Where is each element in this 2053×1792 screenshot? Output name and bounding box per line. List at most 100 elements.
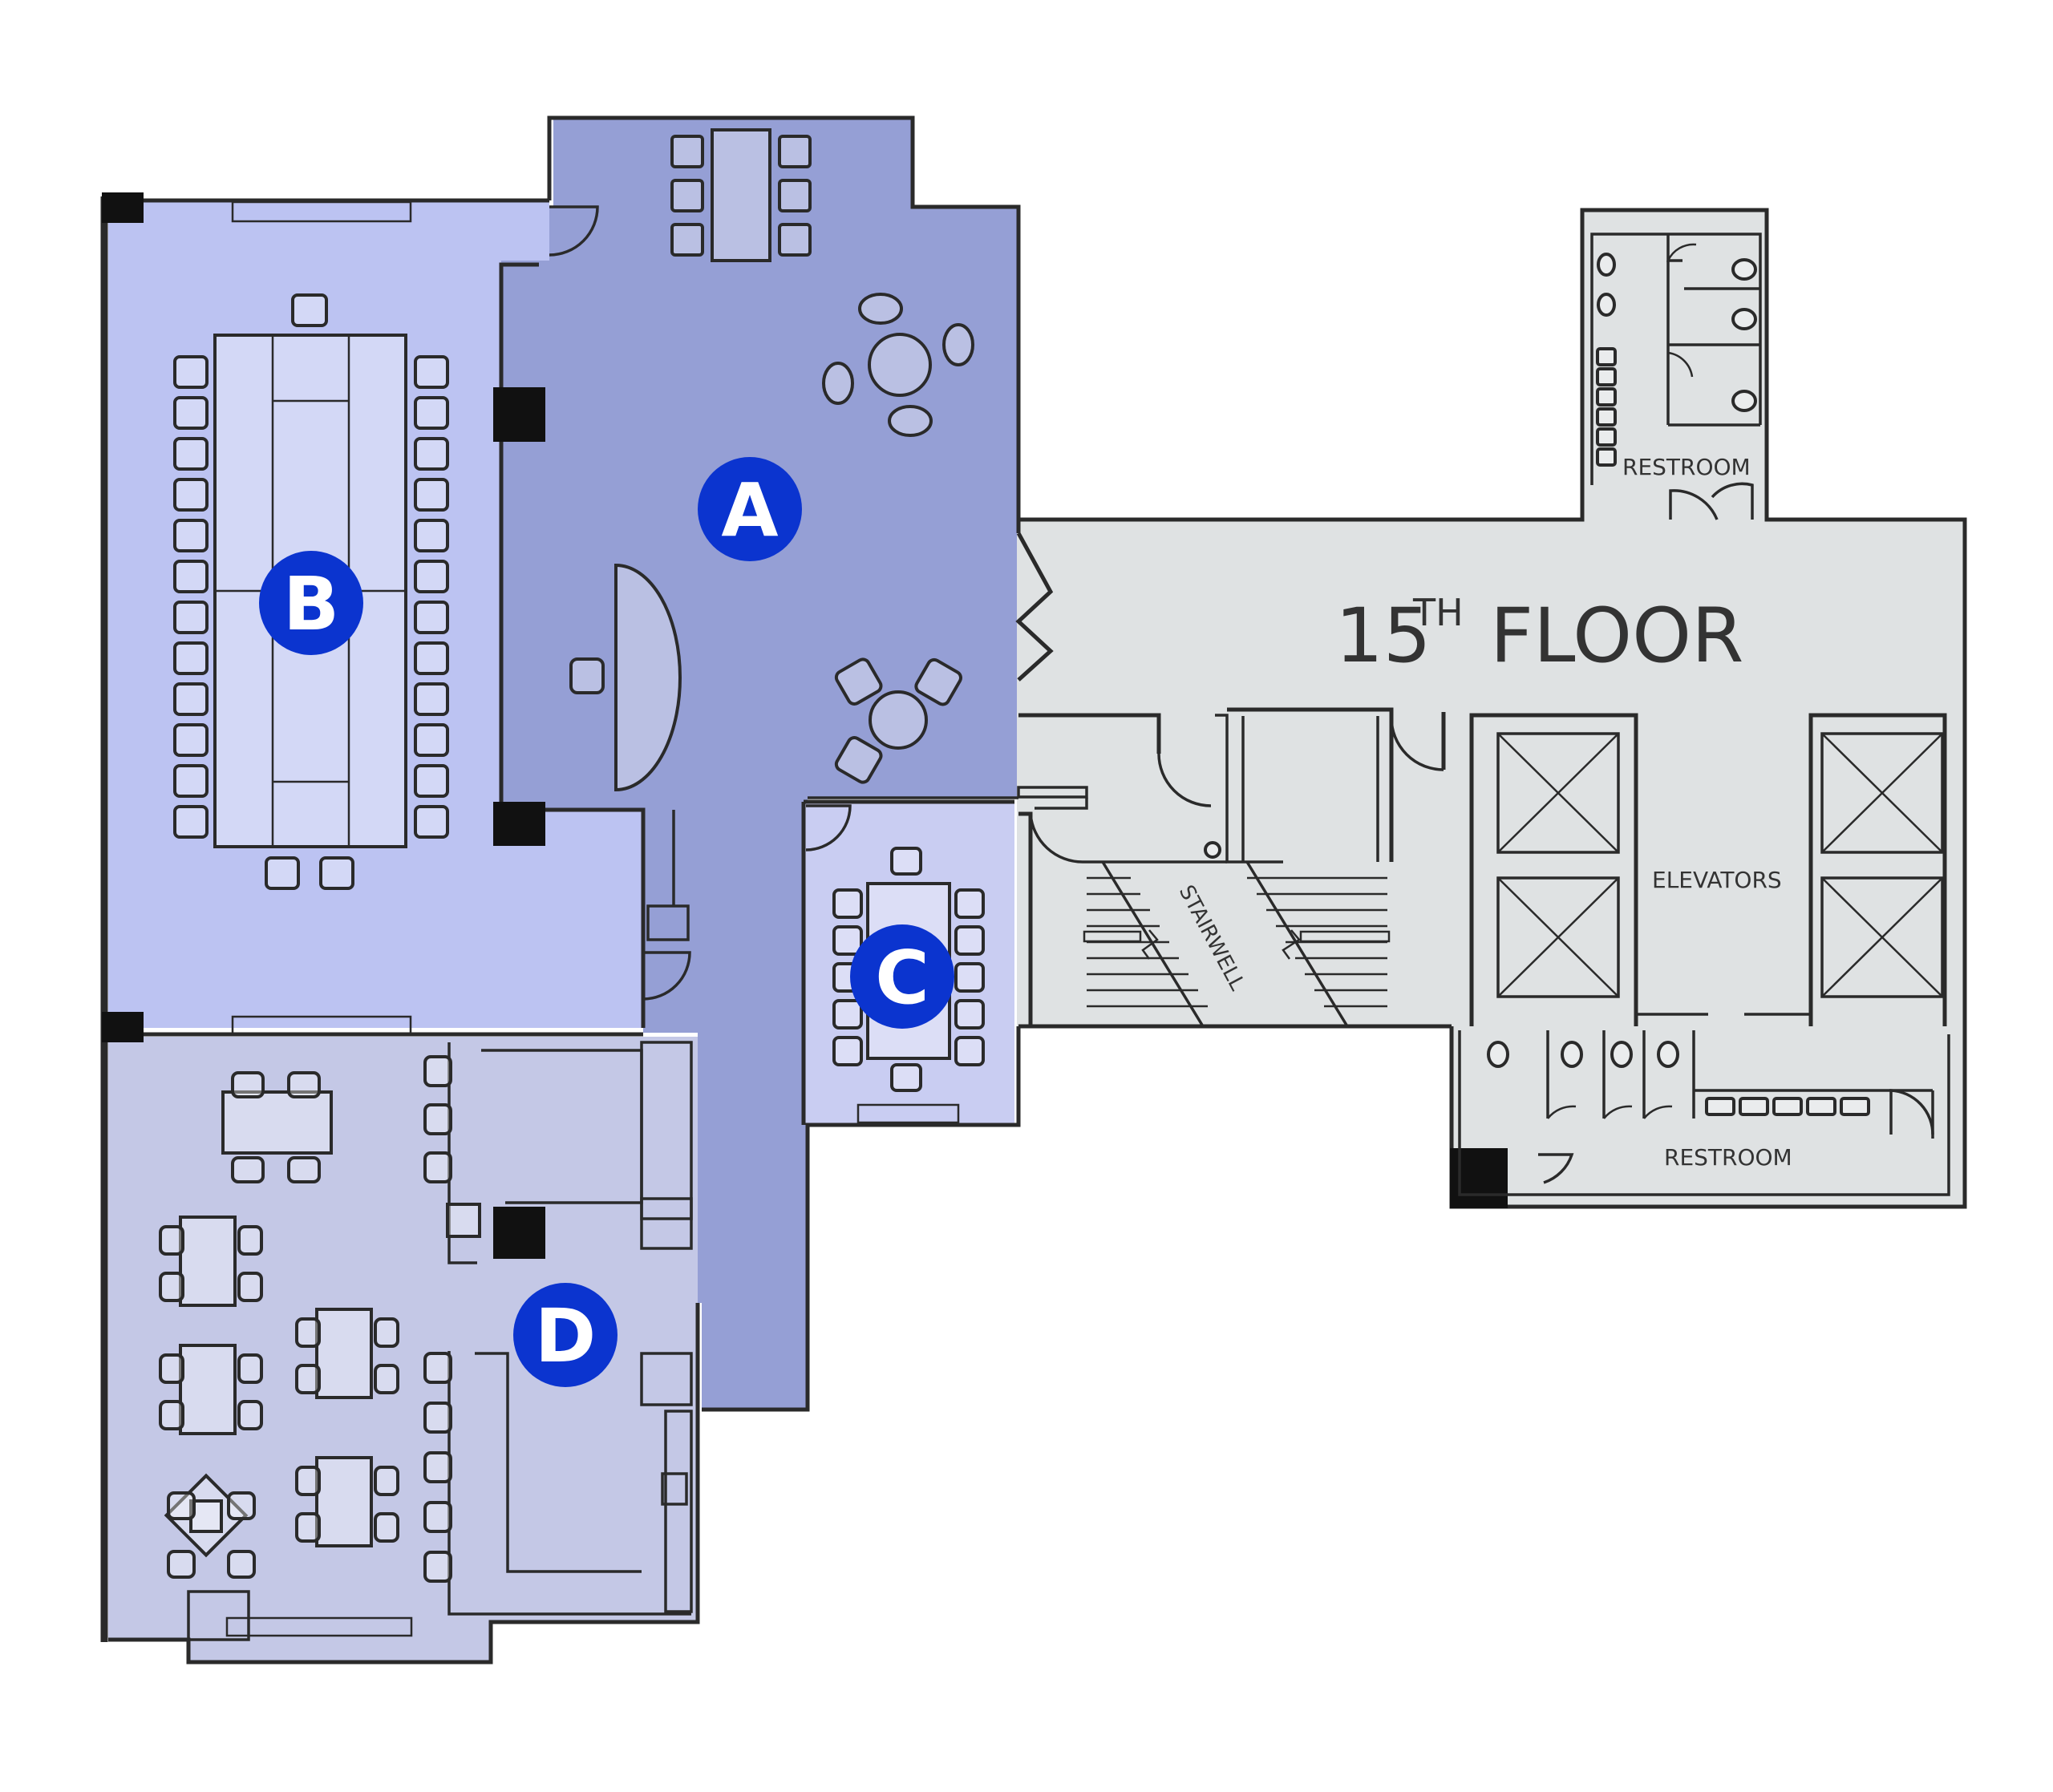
- chair: [423, 1055, 452, 1087]
- chair: [414, 355, 449, 389]
- elevator-car: [1496, 732, 1620, 854]
- restroom-bottom-label: RESTROOM: [1664, 1144, 1792, 1171]
- restroom-top-label: RESTROOM: [1622, 454, 1751, 480]
- chair: [159, 1353, 184, 1384]
- urinal: [1596, 427, 1617, 447]
- urinal: [1739, 1097, 1769, 1116]
- restroom-bottom: [1458, 1030, 1950, 1196]
- elevator-car-cross: [1821, 733, 1943, 853]
- floor-word: FLOOR: [1490, 593, 1743, 680]
- suite-badge-a-letter: A: [721, 467, 778, 553]
- suite-badge-a[interactable]: A: [698, 457, 802, 561]
- window-sills: [187, 200, 413, 1641]
- floor-suffix: TH: [1412, 591, 1464, 634]
- chair: [414, 560, 449, 593]
- floor-title: 15 TH FLOOR: [1335, 591, 1743, 680]
- urinal: [1596, 367, 1617, 386]
- elevator-car: [1820, 876, 1944, 998]
- chair: [173, 355, 209, 389]
- chair: [423, 1451, 452, 1483]
- chair: [227, 1491, 256, 1520]
- urinal: [1596, 347, 1617, 366]
- suite-badge-b-letter: B: [283, 561, 339, 647]
- chair: [954, 999, 985, 1029]
- chair: [237, 1272, 263, 1302]
- chair: [414, 478, 449, 512]
- chair: [227, 1550, 256, 1579]
- suite-badge-b[interactable]: B: [259, 551, 363, 655]
- chair: [414, 519, 449, 552]
- columns: [102, 192, 1508, 1259]
- chair: [237, 1353, 263, 1384]
- urinal: [1806, 1097, 1836, 1116]
- chair: [173, 437, 209, 471]
- chair: [954, 888, 985, 919]
- chair: [173, 641, 209, 675]
- chair: [173, 805, 209, 839]
- chair: [414, 396, 449, 430]
- stair-handrail: [1299, 930, 1391, 943]
- urinal: [1596, 407, 1617, 427]
- core-area: [1017, 210, 1965, 1207]
- stair-handrail: [1083, 930, 1142, 943]
- chair: [414, 601, 449, 634]
- chair: [414, 437, 449, 471]
- suite-badge-d-letter: D: [535, 1293, 596, 1379]
- chair: [832, 925, 863, 956]
- chair: [159, 1272, 184, 1302]
- chair: [287, 1156, 321, 1183]
- suite-badge-c[interactable]: C: [850, 924, 954, 1029]
- chair: [423, 1103, 452, 1135]
- suite-a-furniture: [569, 128, 974, 792]
- chair: [414, 805, 449, 839]
- chair: [173, 560, 209, 593]
- suite-a-core-double-door: [1015, 532, 1054, 682]
- chair: [237, 1225, 263, 1256]
- chair: [374, 1317, 399, 1348]
- chair: [954, 925, 985, 956]
- chair: [173, 764, 209, 798]
- floor-number: 15: [1335, 593, 1431, 680]
- chair: [237, 1400, 263, 1430]
- chair: [173, 478, 209, 512]
- suite-badge-c-letter: C: [875, 935, 929, 1021]
- chair: [954, 1036, 985, 1066]
- chair: [374, 1512, 399, 1543]
- chair: [173, 723, 209, 757]
- chair: [173, 396, 209, 430]
- elevators-label: ELEVATORS: [1652, 867, 1782, 893]
- chair: [832, 1036, 863, 1066]
- chair: [173, 601, 209, 634]
- urinal: [1705, 1097, 1735, 1116]
- chair: [414, 682, 449, 716]
- chair: [295, 1364, 321, 1394]
- chair: [832, 888, 863, 919]
- interior-walls: [108, 205, 1088, 1616]
- chair: [173, 519, 209, 552]
- chair: [423, 1551, 452, 1583]
- chair: [167, 1550, 196, 1579]
- chair: [167, 1491, 196, 1520]
- elevator-car: [1820, 732, 1944, 854]
- chair: [231, 1156, 265, 1183]
- chair: [374, 1466, 399, 1496]
- elevator-car-cross: [1497, 733, 1619, 853]
- suite-badge-d[interactable]: D: [513, 1283, 618, 1387]
- chair: [295, 1317, 321, 1348]
- urinal: [1840, 1097, 1870, 1116]
- elevator-car-cross: [1497, 877, 1619, 997]
- chair: [423, 1151, 452, 1183]
- chair: [231, 1071, 265, 1098]
- suite-a-area: [501, 118, 1017, 1410]
- chair: [423, 1501, 452, 1533]
- chair: [173, 682, 209, 716]
- suite-d-furniture: [159, 1055, 481, 1583]
- urinal: [1772, 1097, 1803, 1116]
- chair: [295, 1512, 321, 1543]
- chair: [295, 1466, 321, 1496]
- chair: [159, 1400, 184, 1430]
- elevators: [1469, 713, 1947, 1026]
- elevator-car-cross: [1821, 877, 1943, 997]
- urinal: [1596, 387, 1617, 407]
